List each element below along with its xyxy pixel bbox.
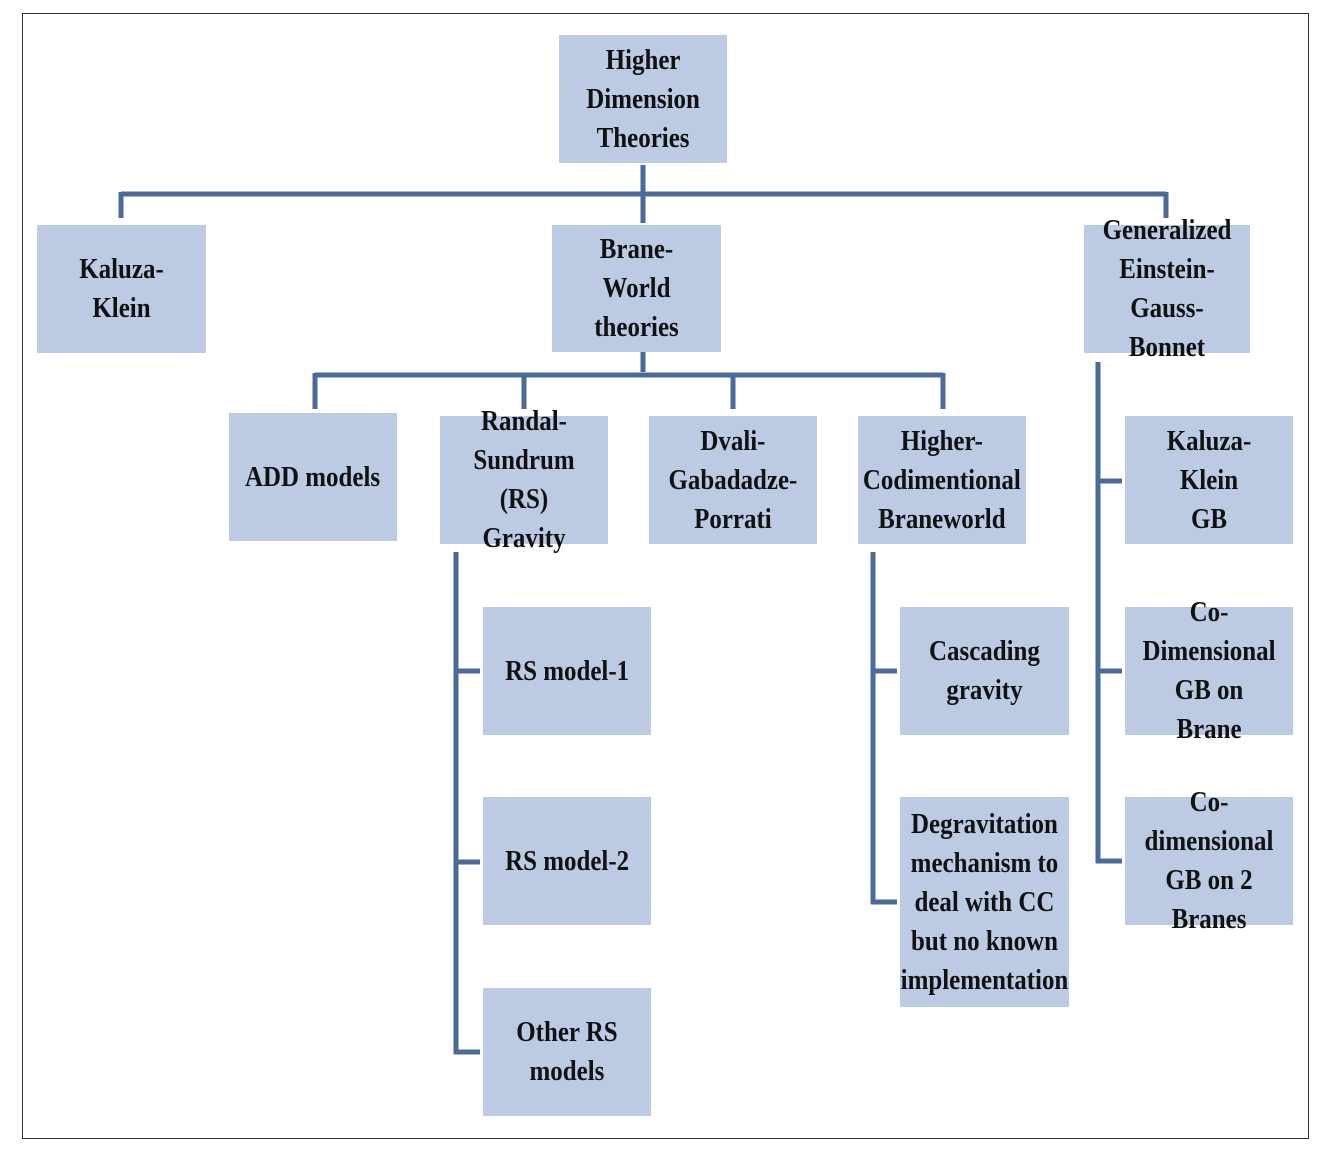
node-kaluza-klein-gb: Kaluza-Klein GB: [1125, 416, 1293, 544]
node-generalized-einstein-gauss-bonnet: Generalized Einstein-Gauss- Bonnet: [1084, 214, 1250, 363]
node-other-rs-models: Other RS models: [483, 988, 651, 1116]
node-degravitation-mechanism: Degravitation mechanism to deal with CC …: [900, 797, 1069, 1007]
node-co-dimensional-gb-on-2-branes: Co-dimensional GB on 2 Branes: [1125, 786, 1293, 935]
node-brane-world-theories: Brane-World theories: [552, 225, 721, 352]
node-rs-model-2: RS model-2: [483, 797, 651, 925]
node-rs-model-1: RS model-1: [483, 607, 651, 735]
node-kaluza-klein: Kaluza-Klein: [37, 225, 206, 353]
node-cascading-gravity: Cascading gravity: [900, 607, 1069, 735]
node-co-dimensional-gb-on-brane: Co- Dimensional GB on Brane: [1125, 596, 1293, 745]
node-higher-codimentional-braneworld: Higher- Codimentional Braneworld: [858, 416, 1026, 544]
node-randal-sundrum-gravity: Randal- Sundrum (RS) Gravity: [440, 405, 608, 554]
node-add-models: ADD models: [229, 413, 397, 541]
node-dvali-gabadadze-porrati: Dvali- Gabadadze- Porrati: [649, 416, 817, 544]
node-higher-dimension-theories: Higher Dimension Theories: [559, 35, 727, 163]
diagram-frame: [22, 13, 1309, 1139]
